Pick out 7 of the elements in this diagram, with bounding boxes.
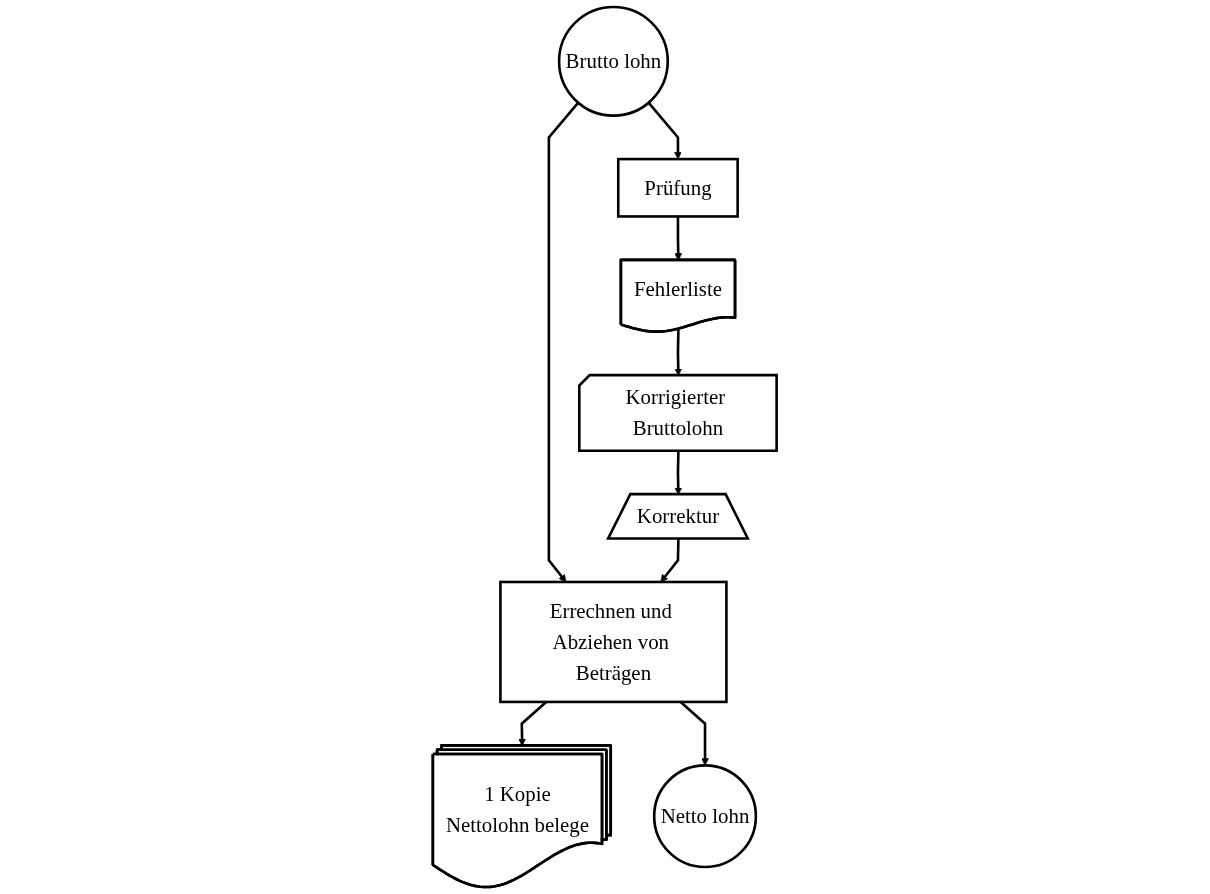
arrow [647,101,683,160]
arrow [674,329,683,376]
node-box: Errechnen und Abziehen von Beträgen [499,580,728,704]
node-circle: Brutto lohn [558,5,670,117]
arrow [674,451,683,495]
node-box: Prüfung [617,157,740,218]
node-circle: Netto lohn [653,764,758,869]
